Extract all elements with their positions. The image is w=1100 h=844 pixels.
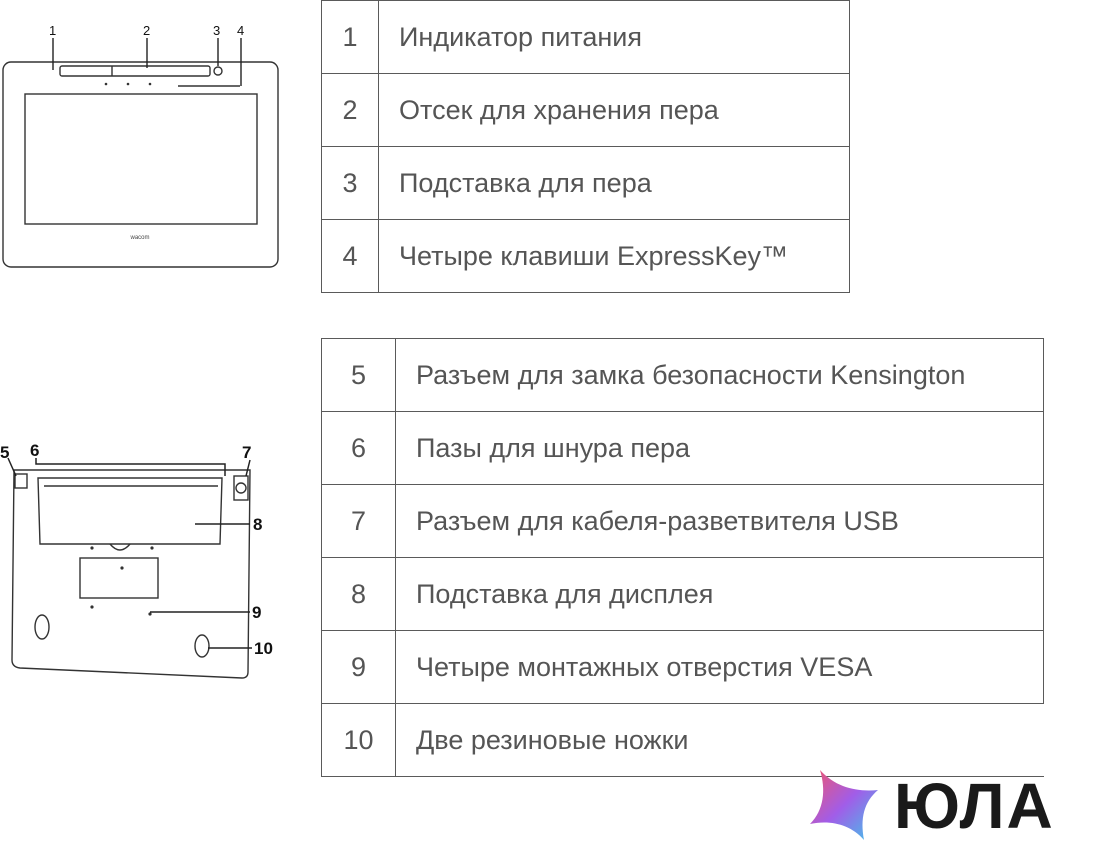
table-row: 4 Четыре клавиши ExpressKey™	[321, 219, 850, 293]
display-stand	[37, 477, 223, 545]
part-description: Разъем для замка безопасности Kensington	[395, 338, 1044, 412]
watermark-text: ЮЛА	[894, 770, 1055, 842]
callout-5: 5	[0, 443, 9, 462]
part-description: Две резиновые ножки	[395, 703, 1044, 777]
vesa-holes	[90, 546, 154, 616]
youla-watermark-logo: ЮЛА	[810, 770, 1055, 842]
display-back-body	[11, 469, 251, 679]
part-number: 6	[321, 411, 396, 485]
part-description: Пазы для шнура пера	[395, 411, 1044, 485]
part-number: 3	[321, 146, 379, 220]
part-description: Отсек для хранения пера	[378, 73, 850, 147]
part-description: Четыре монтажных отверстия VESA	[395, 630, 1044, 704]
pen-tray	[59, 65, 211, 77]
table-row: 1 Индикатор питания	[321, 0, 850, 74]
part-number: 5	[321, 338, 396, 412]
display-body	[2, 61, 279, 268]
rubber-foot-left	[34, 614, 50, 640]
callout-4: 4	[237, 23, 244, 38]
table-row: 10 Две резиновые ножки	[321, 703, 1044, 777]
front-parts-table: 1 Индикатор питания 2 Отсек для хранения…	[321, 0, 850, 293]
callout-3: 3	[213, 23, 220, 38]
part-description: Разъем для кабеля-разветвителя USB	[395, 484, 1044, 558]
table-row: 6 Пазы для шнура пера	[321, 411, 1044, 485]
table-row: 8 Подставка для дисплея	[321, 557, 1044, 631]
callout-6: 6	[30, 441, 39, 460]
callout-1: 1	[49, 23, 56, 38]
callout-8: 8	[253, 515, 262, 534]
part-description: Подставка для пера	[378, 146, 850, 220]
table-row: 7 Разъем для кабеля-разветвителя USB	[321, 484, 1044, 558]
back-view-diagram: 5 6 7 8 9 10	[0, 441, 273, 679]
callout-10: 10	[254, 639, 273, 658]
kensington-slot	[14, 473, 28, 489]
part-number: 7	[321, 484, 396, 558]
pen-holder	[213, 66, 223, 76]
front-view-diagram: 1 2 3 4 wacom	[2, 23, 279, 268]
star-icon	[810, 770, 878, 840]
part-number: 10	[321, 703, 396, 777]
callout-7: 7	[242, 443, 251, 462]
expresskeys	[104, 82, 152, 86]
part-number: 9	[321, 630, 396, 704]
back-parts-table: 5 Разъем для замка безопасности Kensingt…	[321, 338, 1044, 777]
table-row: 9 Четыре монтажных отверстия VESA	[321, 630, 1044, 704]
display-screen	[24, 93, 258, 225]
part-number: 2	[321, 73, 379, 147]
vesa-plate	[79, 557, 159, 599]
usb-connector	[233, 475, 249, 501]
part-description: Индикатор питания	[378, 0, 850, 74]
callout-9: 9	[252, 603, 261, 622]
callout-2: 2	[143, 23, 150, 38]
device-logo: wacom	[129, 235, 149, 241]
table-row: 3 Подставка для пера	[321, 146, 850, 220]
part-description: Подставка для дисплея	[395, 557, 1044, 631]
table-row: 5 Разъем для замка безопасности Kensingt…	[321, 338, 1044, 412]
part-number: 4	[321, 219, 379, 293]
table-row: 2 Отсек для хранения пера	[321, 73, 850, 147]
part-number: 8	[321, 557, 396, 631]
rubber-foot-right	[194, 634, 210, 658]
part-number: 1	[321, 0, 379, 74]
part-description: Четыре клавиши ExpressKey™	[378, 219, 850, 293]
